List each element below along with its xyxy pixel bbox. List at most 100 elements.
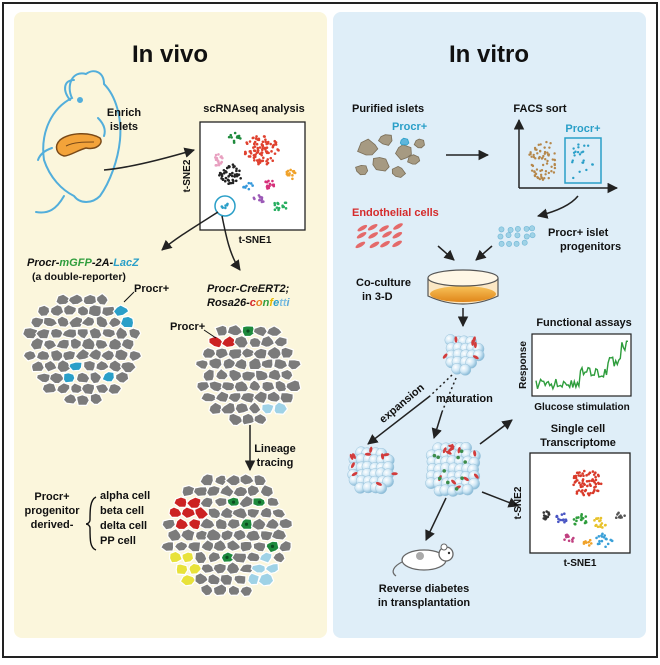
islet-cell: [181, 551, 195, 564]
islet-cell: [112, 304, 130, 318]
islet-cell: [213, 474, 228, 487]
islet-cell: [264, 562, 280, 575]
tsne-point: [235, 167, 238, 171]
islet-cell: [260, 402, 275, 415]
tsne-point: [542, 514, 546, 517]
scrnaseq-tsne2-label: t-SNE2: [182, 159, 193, 192]
facs-event: [552, 171, 556, 174]
mouse-transplant-icon: [392, 543, 454, 577]
islet-cell: [238, 494, 254, 509]
tsne-point: [579, 483, 582, 487]
islet-cell: [119, 315, 135, 329]
tsne-point: [592, 473, 596, 476]
facs-event: [550, 165, 553, 168]
functional-assays-title: Functional assays: [536, 317, 631, 329]
facs-gated-event: [582, 159, 585, 162]
islet-cell: [160, 541, 175, 553]
islet-cell: [113, 348, 129, 362]
islet-cell: [218, 483, 236, 498]
islet-cell: [248, 336, 264, 349]
endothelial-cell: [454, 336, 458, 343]
mouse-icon: [35, 70, 122, 214]
tsne-point: [564, 518, 568, 522]
islet-cell: [227, 391, 242, 403]
islet-cell: [208, 357, 223, 370]
islet-cell: [95, 292, 109, 306]
islet-cell: [278, 539, 292, 553]
tsne-point: [601, 526, 604, 529]
facs-event: [543, 150, 547, 154]
facs-gate-label: Procr+: [565, 123, 600, 135]
facs-gated-event: [572, 151, 576, 154]
islet-cell: [205, 484, 221, 498]
endothelial-cell: [351, 453, 356, 459]
endothelial-cell: [392, 231, 403, 239]
facs-gated-event: [571, 161, 574, 164]
islet-cell: [30, 360, 46, 373]
islet-cell: [21, 326, 39, 340]
islet-cell: [245, 551, 262, 563]
tsne-point: [587, 544, 591, 547]
tsne-point: [584, 515, 588, 518]
islet-cell: [168, 506, 184, 519]
tsne-point: [572, 483, 575, 487]
facs-event: [551, 158, 554, 161]
endothelial-cell: [463, 476, 469, 482]
tsne-point: [266, 158, 270, 161]
tsne-point: [559, 518, 562, 522]
endothelial-cells: [355, 223, 403, 249]
tsne-point: [586, 484, 589, 488]
tsne-point: [256, 149, 260, 152]
islet-cell: [224, 473, 243, 487]
tsne-point: [276, 201, 280, 205]
facs-event: [553, 158, 556, 161]
endothelial-cell: [379, 225, 389, 232]
tsne-point: [256, 146, 260, 150]
tsne-point: [258, 158, 261, 161]
progenitor-label-2: progenitors: [560, 241, 621, 253]
islet-cell: [248, 356, 263, 371]
tsne-point: [544, 516, 547, 519]
tsne-point: [229, 181, 233, 185]
tsne-point: [581, 489, 584, 492]
facs-gate: [564, 137, 602, 184]
tsne-point: [269, 156, 273, 160]
tsne-point: [291, 174, 294, 177]
islet-cell: [55, 293, 72, 306]
islet-cell: [62, 372, 76, 384]
islet-cell: [107, 382, 123, 396]
endothelial-cell: [472, 355, 479, 360]
tsne-point: [571, 540, 574, 543]
islet-cell: [42, 316, 59, 328]
islet-cell: [63, 303, 78, 316]
facs-event: [545, 162, 549, 165]
endothelial-cell: [382, 231, 392, 238]
tsne-point: [260, 197, 264, 201]
islet-cell: [161, 518, 177, 531]
islet-cell: [278, 517, 294, 530]
endothelial-cell: [442, 353, 448, 359]
islet-cell: [194, 572, 210, 586]
facs-event: [548, 146, 551, 149]
progenitor-cell: [529, 225, 536, 232]
progenitor-cell: [498, 226, 505, 233]
islet-cell: [280, 346, 294, 359]
islet-cell: [226, 517, 242, 530]
lineage-traced-islet: [160, 473, 294, 598]
islet-cell: [201, 346, 217, 360]
endo-to-dish-arrow: [437, 245, 455, 261]
islet-cell: [75, 371, 91, 384]
maturation-arrow: [431, 411, 443, 440]
tsne-point: [252, 149, 256, 152]
tsne-point: [597, 474, 600, 478]
facs-event: [553, 152, 556, 155]
islet-cluster: [372, 157, 390, 172]
tsne-point: [271, 183, 274, 187]
tsne-point: [248, 140, 252, 143]
facs-event: [537, 143, 540, 147]
islet-cell: [68, 361, 83, 372]
tsne-point: [264, 138, 267, 141]
islet-cell: [80, 336, 96, 351]
endothelial-cell: [448, 447, 454, 452]
islet-cell: [233, 357, 248, 371]
